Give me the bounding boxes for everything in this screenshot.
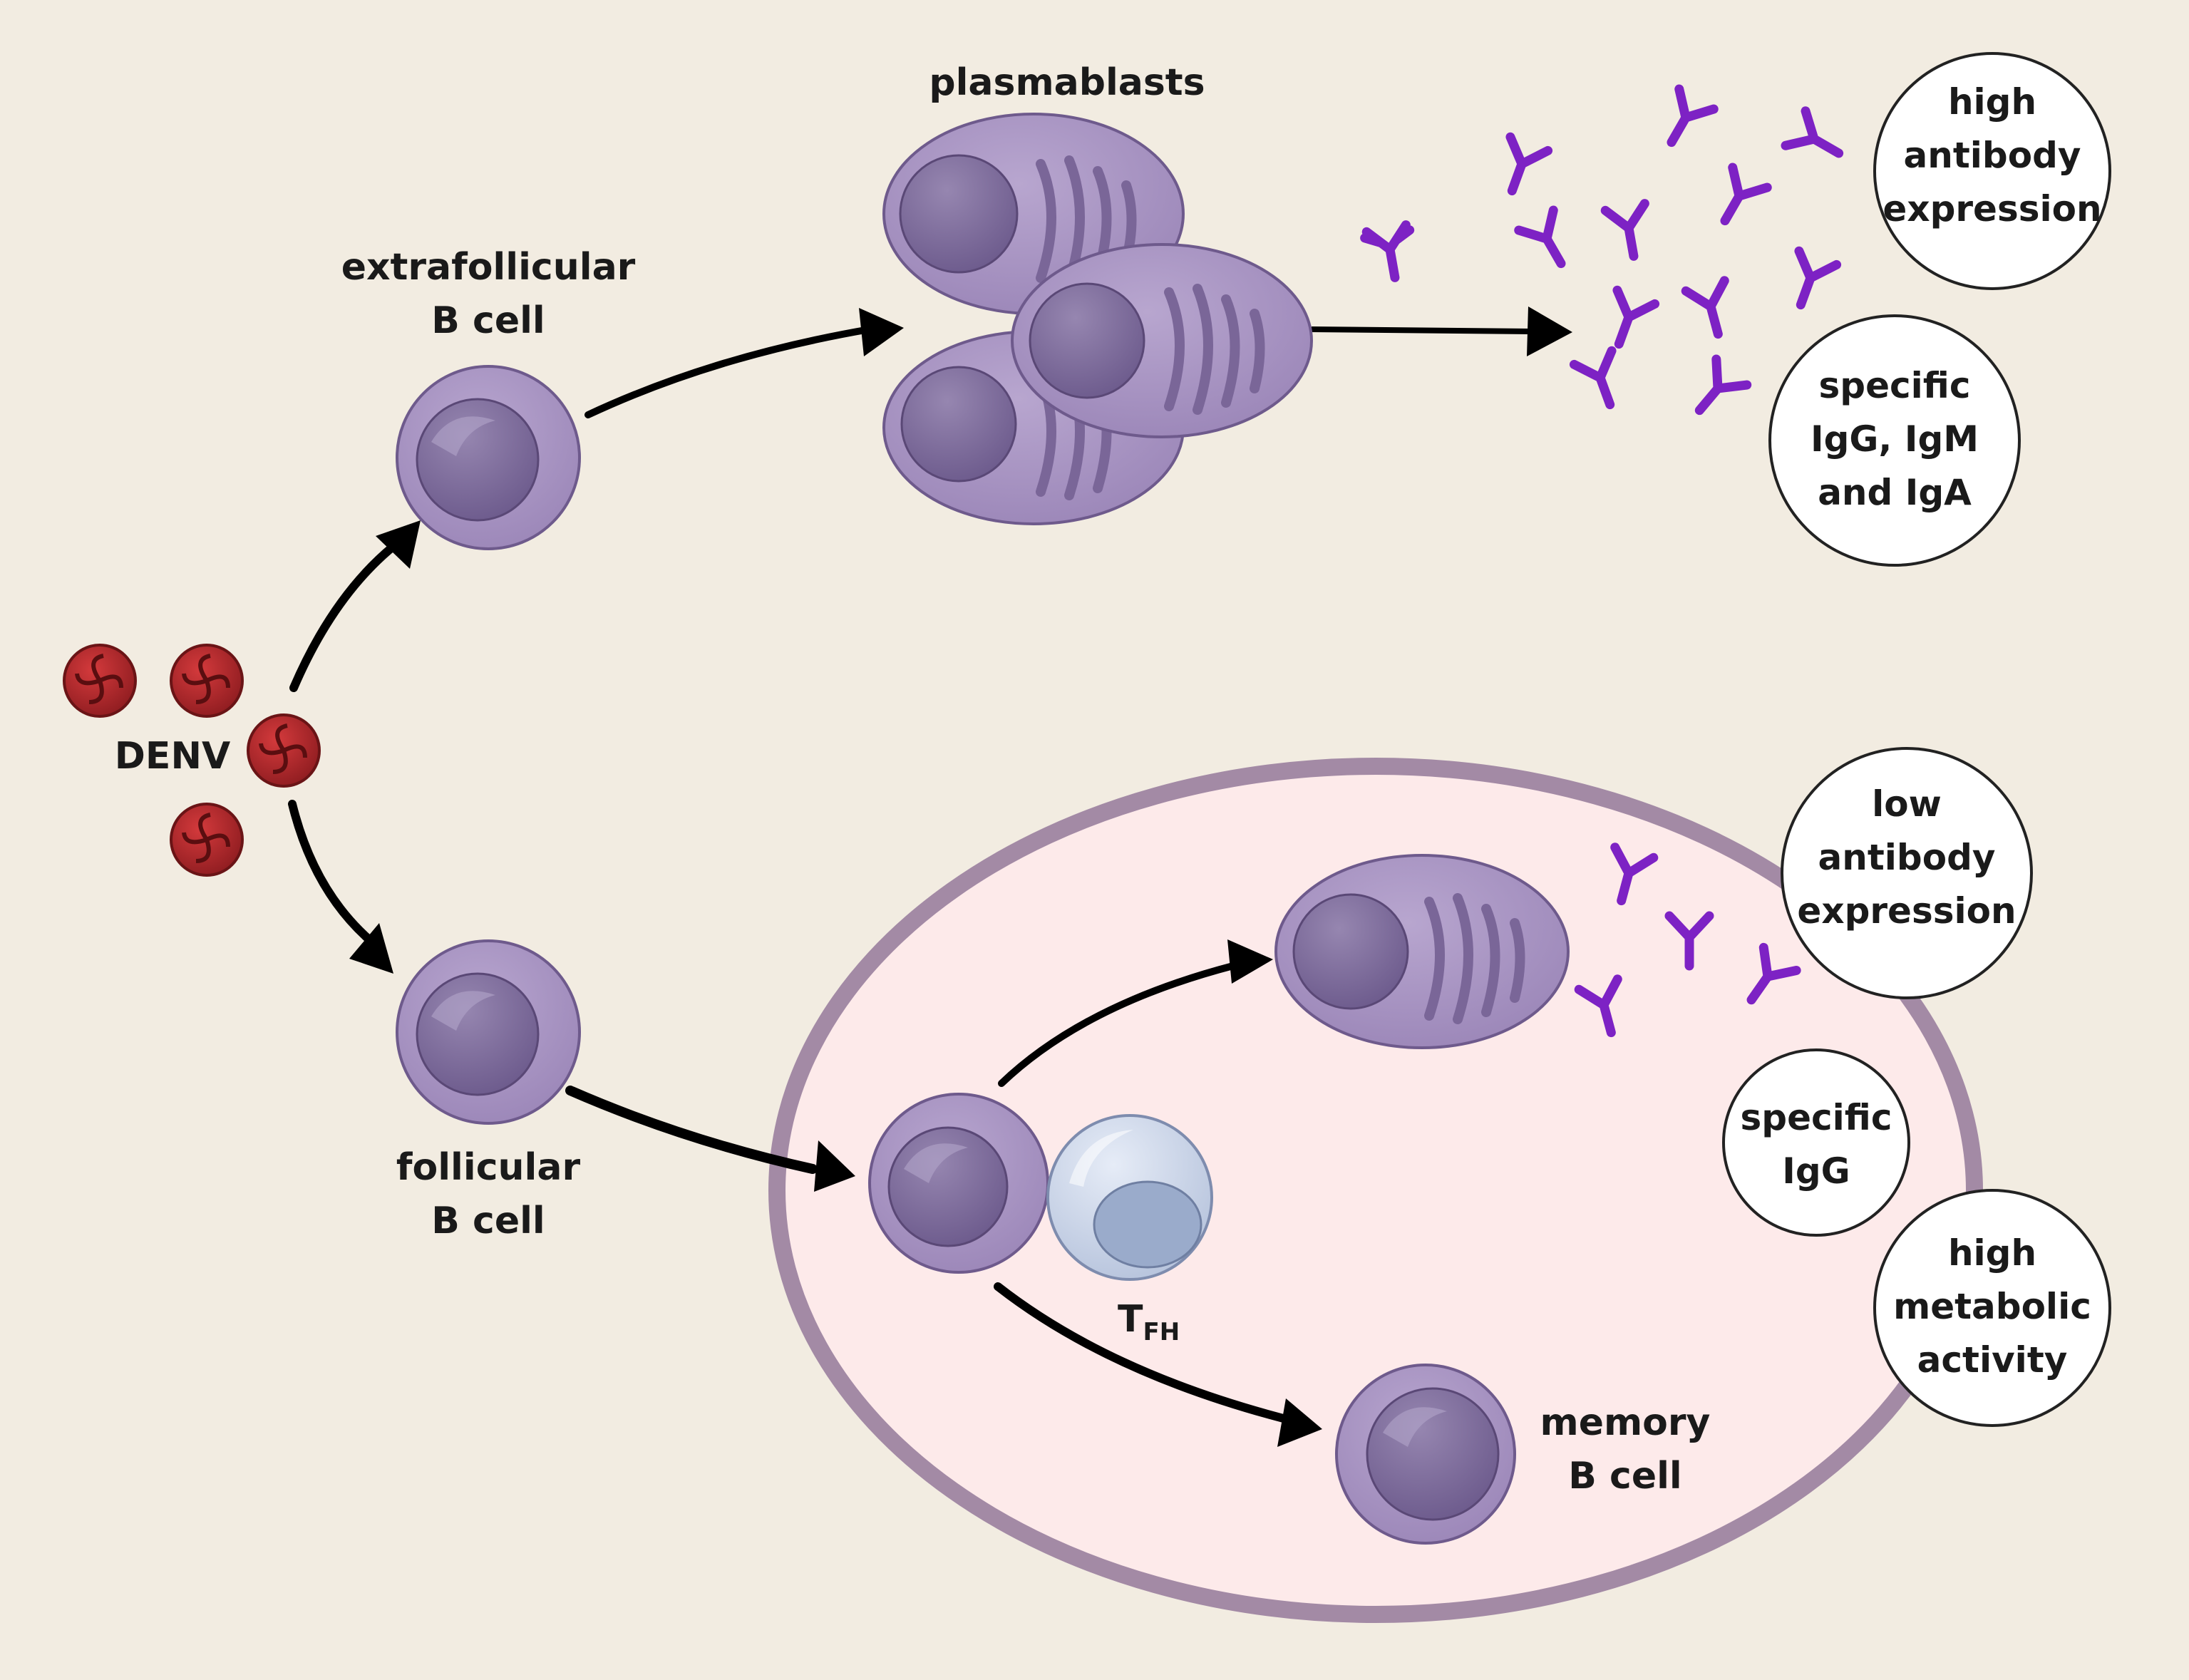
circle-text-line: expression: [1882, 188, 2101, 230]
arrow-gc-to-memory: [994, 1282, 1322, 1447]
virus-particle: [247, 713, 321, 788]
follicular-b-cell: [396, 939, 581, 1125]
tfh-cell: [1046, 1114, 1213, 1281]
info-circle-specific-igg-igm-iga: specific IgG, IgM and IgA: [1768, 314, 2021, 567]
circle-text-line: specific: [1819, 365, 1971, 406]
label-follicular-line1: follicular: [396, 1146, 581, 1189]
label-plasmablasts: plasmablasts: [929, 61, 1205, 104]
denv-viruses: [63, 644, 321, 877]
info-circle-specific-igg: specific IgG: [1722, 1048, 1910, 1237]
circle-text-line: metabolic: [1893, 1286, 2091, 1327]
label-tfh-main: T: [1118, 1298, 1143, 1341]
virus-particle: [170, 644, 244, 718]
circle-text-line: high: [1948, 1232, 2036, 1274]
arrows: [288, 306, 1572, 1447]
arrow-denv-to-follicular: [288, 800, 393, 974]
circle-text-line: low: [1872, 783, 1942, 825]
plasma-cell: [1011, 243, 1313, 438]
plasmablasts-cluster: [882, 113, 1313, 525]
label-memory-line2: B cell: [1568, 1455, 1681, 1498]
info-circle-high-antibody: high antibody expression: [1873, 52, 2111, 290]
arrow-plasmablasts-to-antibodies: [1311, 306, 1572, 356]
extrafollicular-b-cell: [396, 365, 581, 550]
label-memory-line1: memory: [1540, 1401, 1711, 1444]
antibodies-high: [1360, 84, 1844, 416]
virus-particle: [63, 644, 137, 718]
germinal-center-b-cell: [868, 1093, 1049, 1274]
label-extrafollicular-line2: B cell: [431, 299, 545, 342]
label-denv: DENV: [115, 735, 230, 778]
arrow-extrafollicular-to-plasmablasts: [584, 308, 904, 418]
circle-text-line: activity: [1917, 1339, 2068, 1381]
virus-particle: [170, 803, 244, 877]
circle-text-line: IgG, IgM: [1811, 418, 1979, 460]
label-follicular-line2: B cell: [431, 1200, 545, 1242]
circle-text-line: and IgA: [1818, 472, 1972, 513]
circle-text-line: expression: [1797, 890, 2016, 932]
gc-plasma-cell: [1274, 854, 1570, 1049]
info-circle-high-metabolic: high metabolic activity: [1873, 1189, 2111, 1427]
info-circle-low-antibody: low antibody expression: [1781, 747, 2033, 999]
label-tfh-sub: FH: [1143, 1318, 1180, 1346]
label-tfh: TFH: [1118, 1298, 1180, 1346]
arrow-gc-to-plasma-cell: [998, 939, 1273, 1087]
label-extrafollicular-line1: extrafollicular: [341, 246, 636, 289]
arrow-follicular-to-gc-bcell: [565, 1086, 855, 1192]
arrow-denv-to-extrafollicular: [289, 520, 421, 692]
circle-text-line: antibody: [1818, 837, 1996, 878]
circle-text-line: high: [1948, 81, 2036, 123]
circle-text-line: specific: [1741, 1097, 1892, 1138]
circle-text-line: antibody: [1904, 135, 2081, 176]
antibodies-low: [1574, 842, 1801, 1038]
memory-b-cell: [1335, 1364, 1516, 1545]
circle-text-line: IgG: [1782, 1150, 1850, 1192]
